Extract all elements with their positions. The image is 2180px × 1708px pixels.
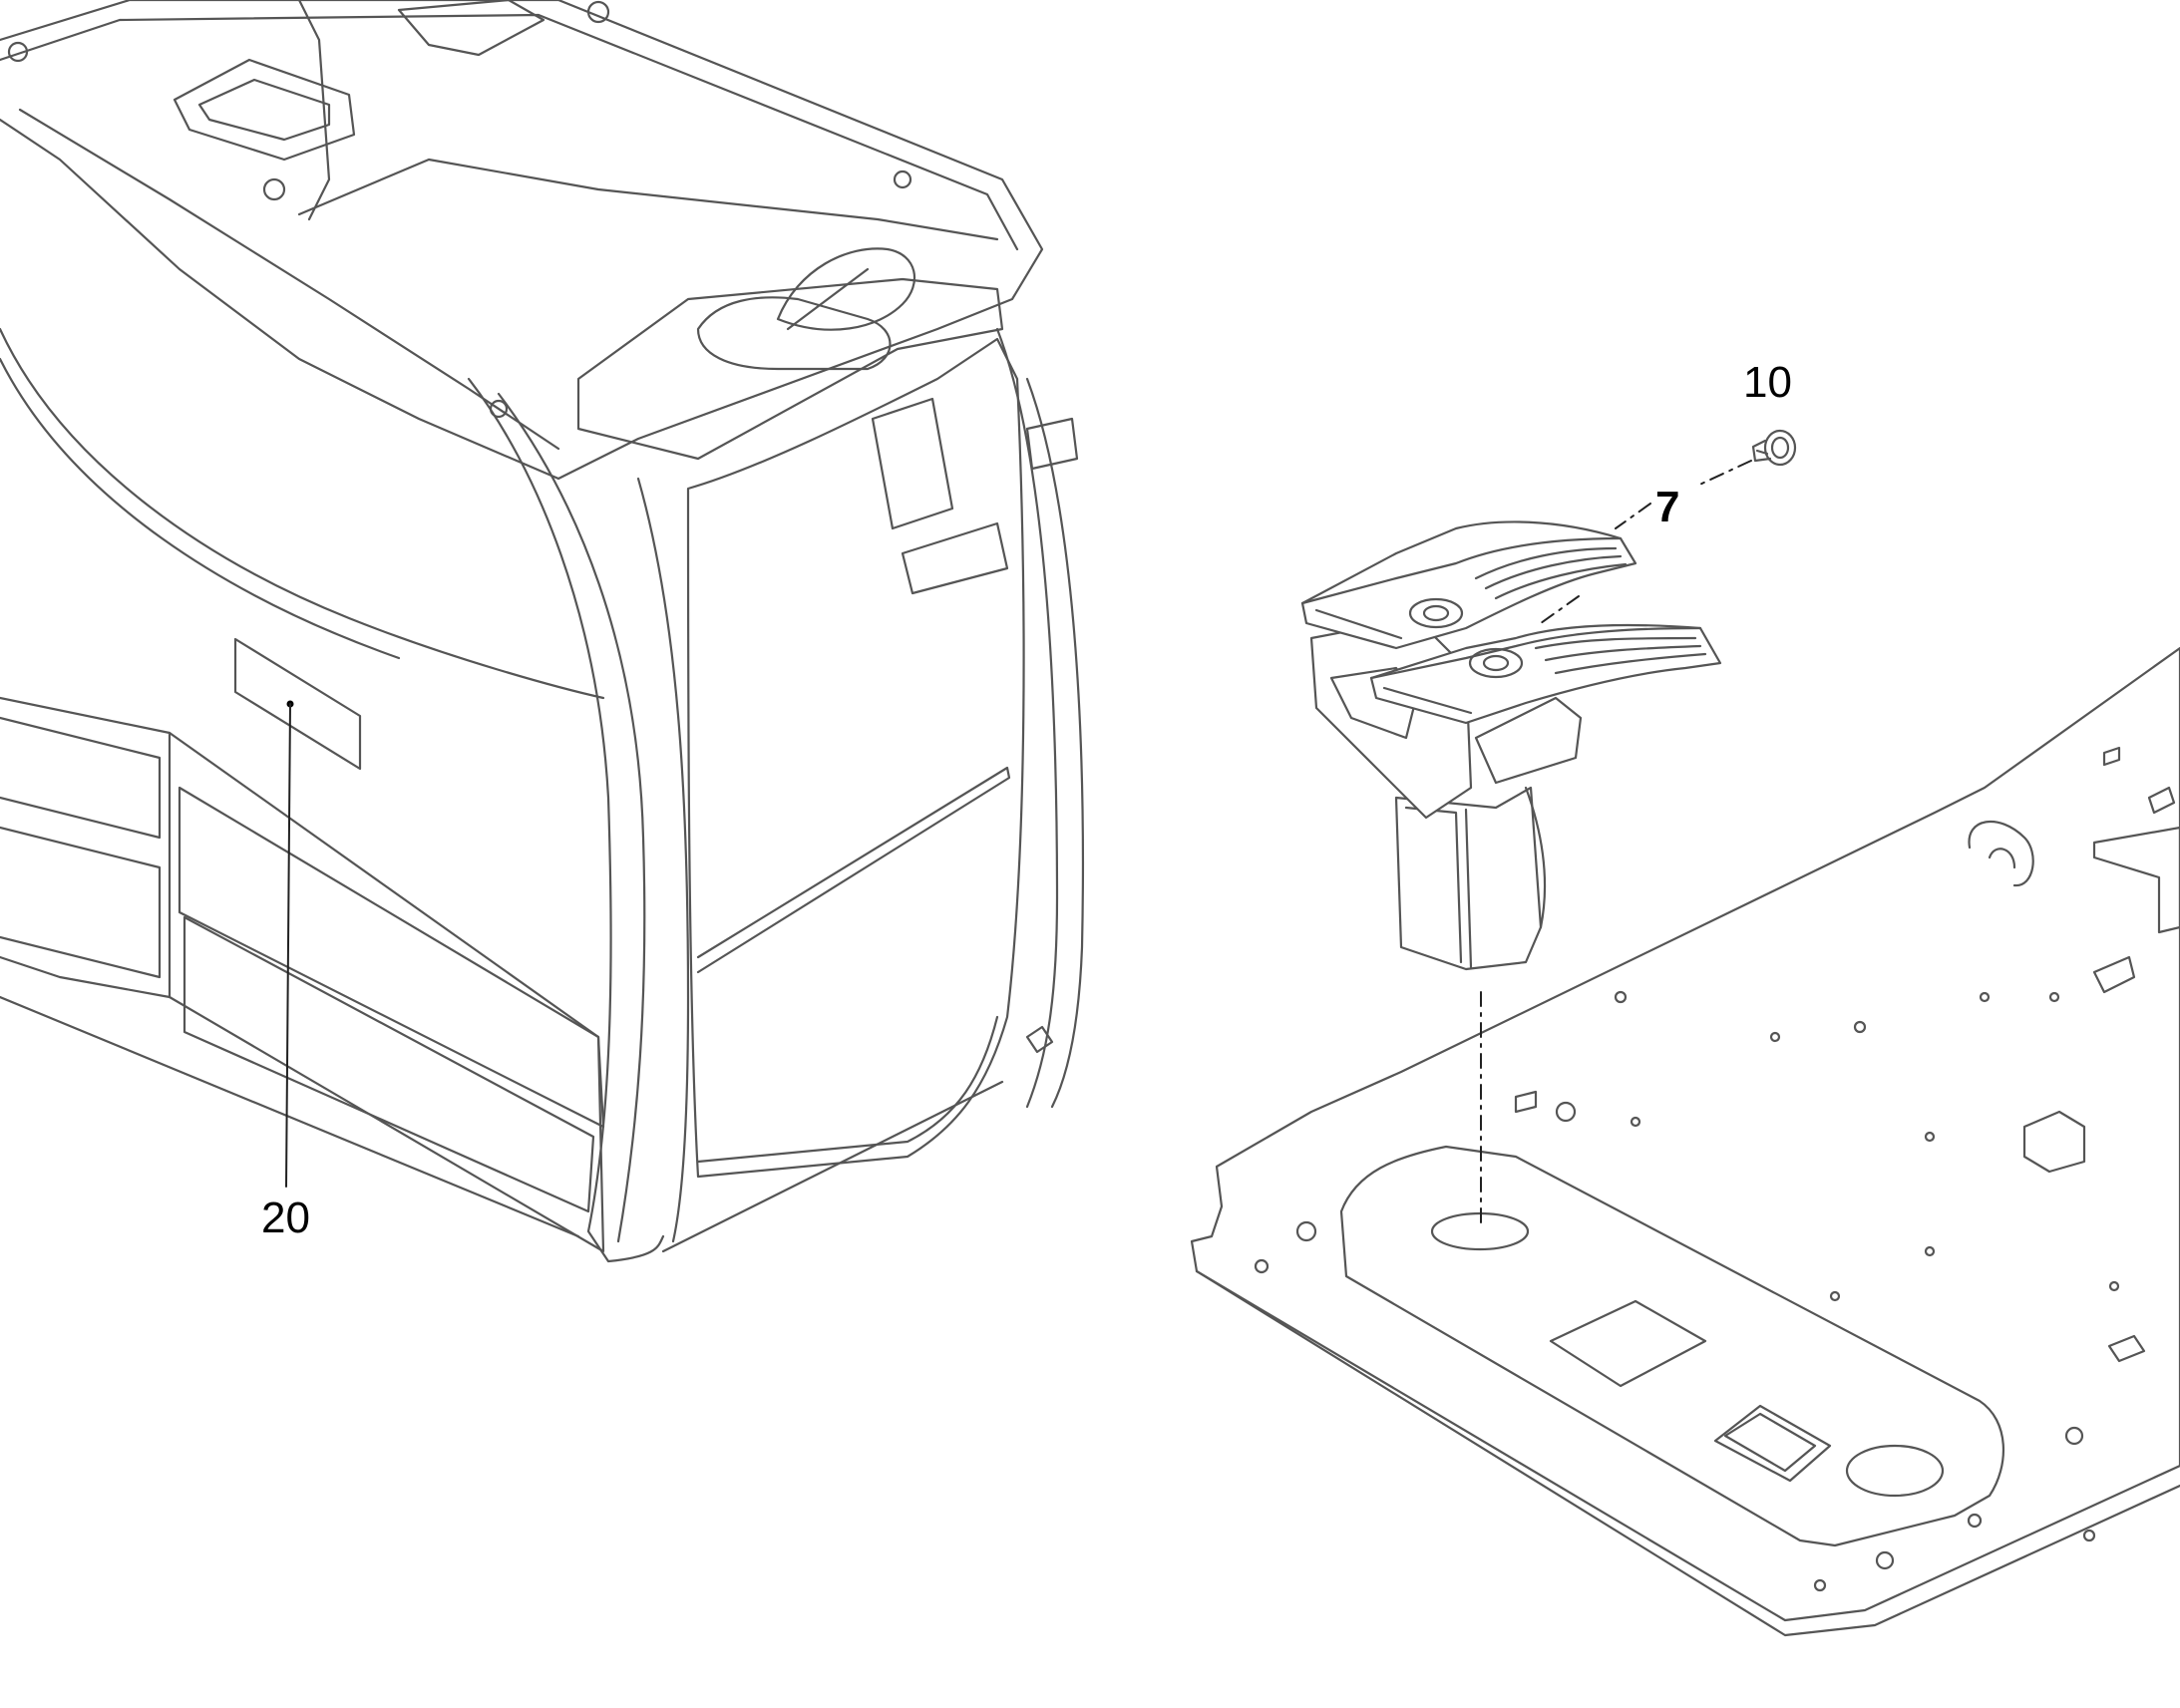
screw-part <box>1751 429 1797 467</box>
callout-20: 20 <box>261 1194 310 1242</box>
callout-10: 10 <box>1743 358 1792 407</box>
decal-outline <box>233 637 362 1188</box>
pedal-assembly <box>1300 520 1722 971</box>
floor-plate <box>1190 646 2180 1637</box>
callout-7: 7 <box>1655 483 1680 531</box>
cab-assembly <box>0 0 1085 1263</box>
leader-lines <box>1480 460 1752 1227</box>
